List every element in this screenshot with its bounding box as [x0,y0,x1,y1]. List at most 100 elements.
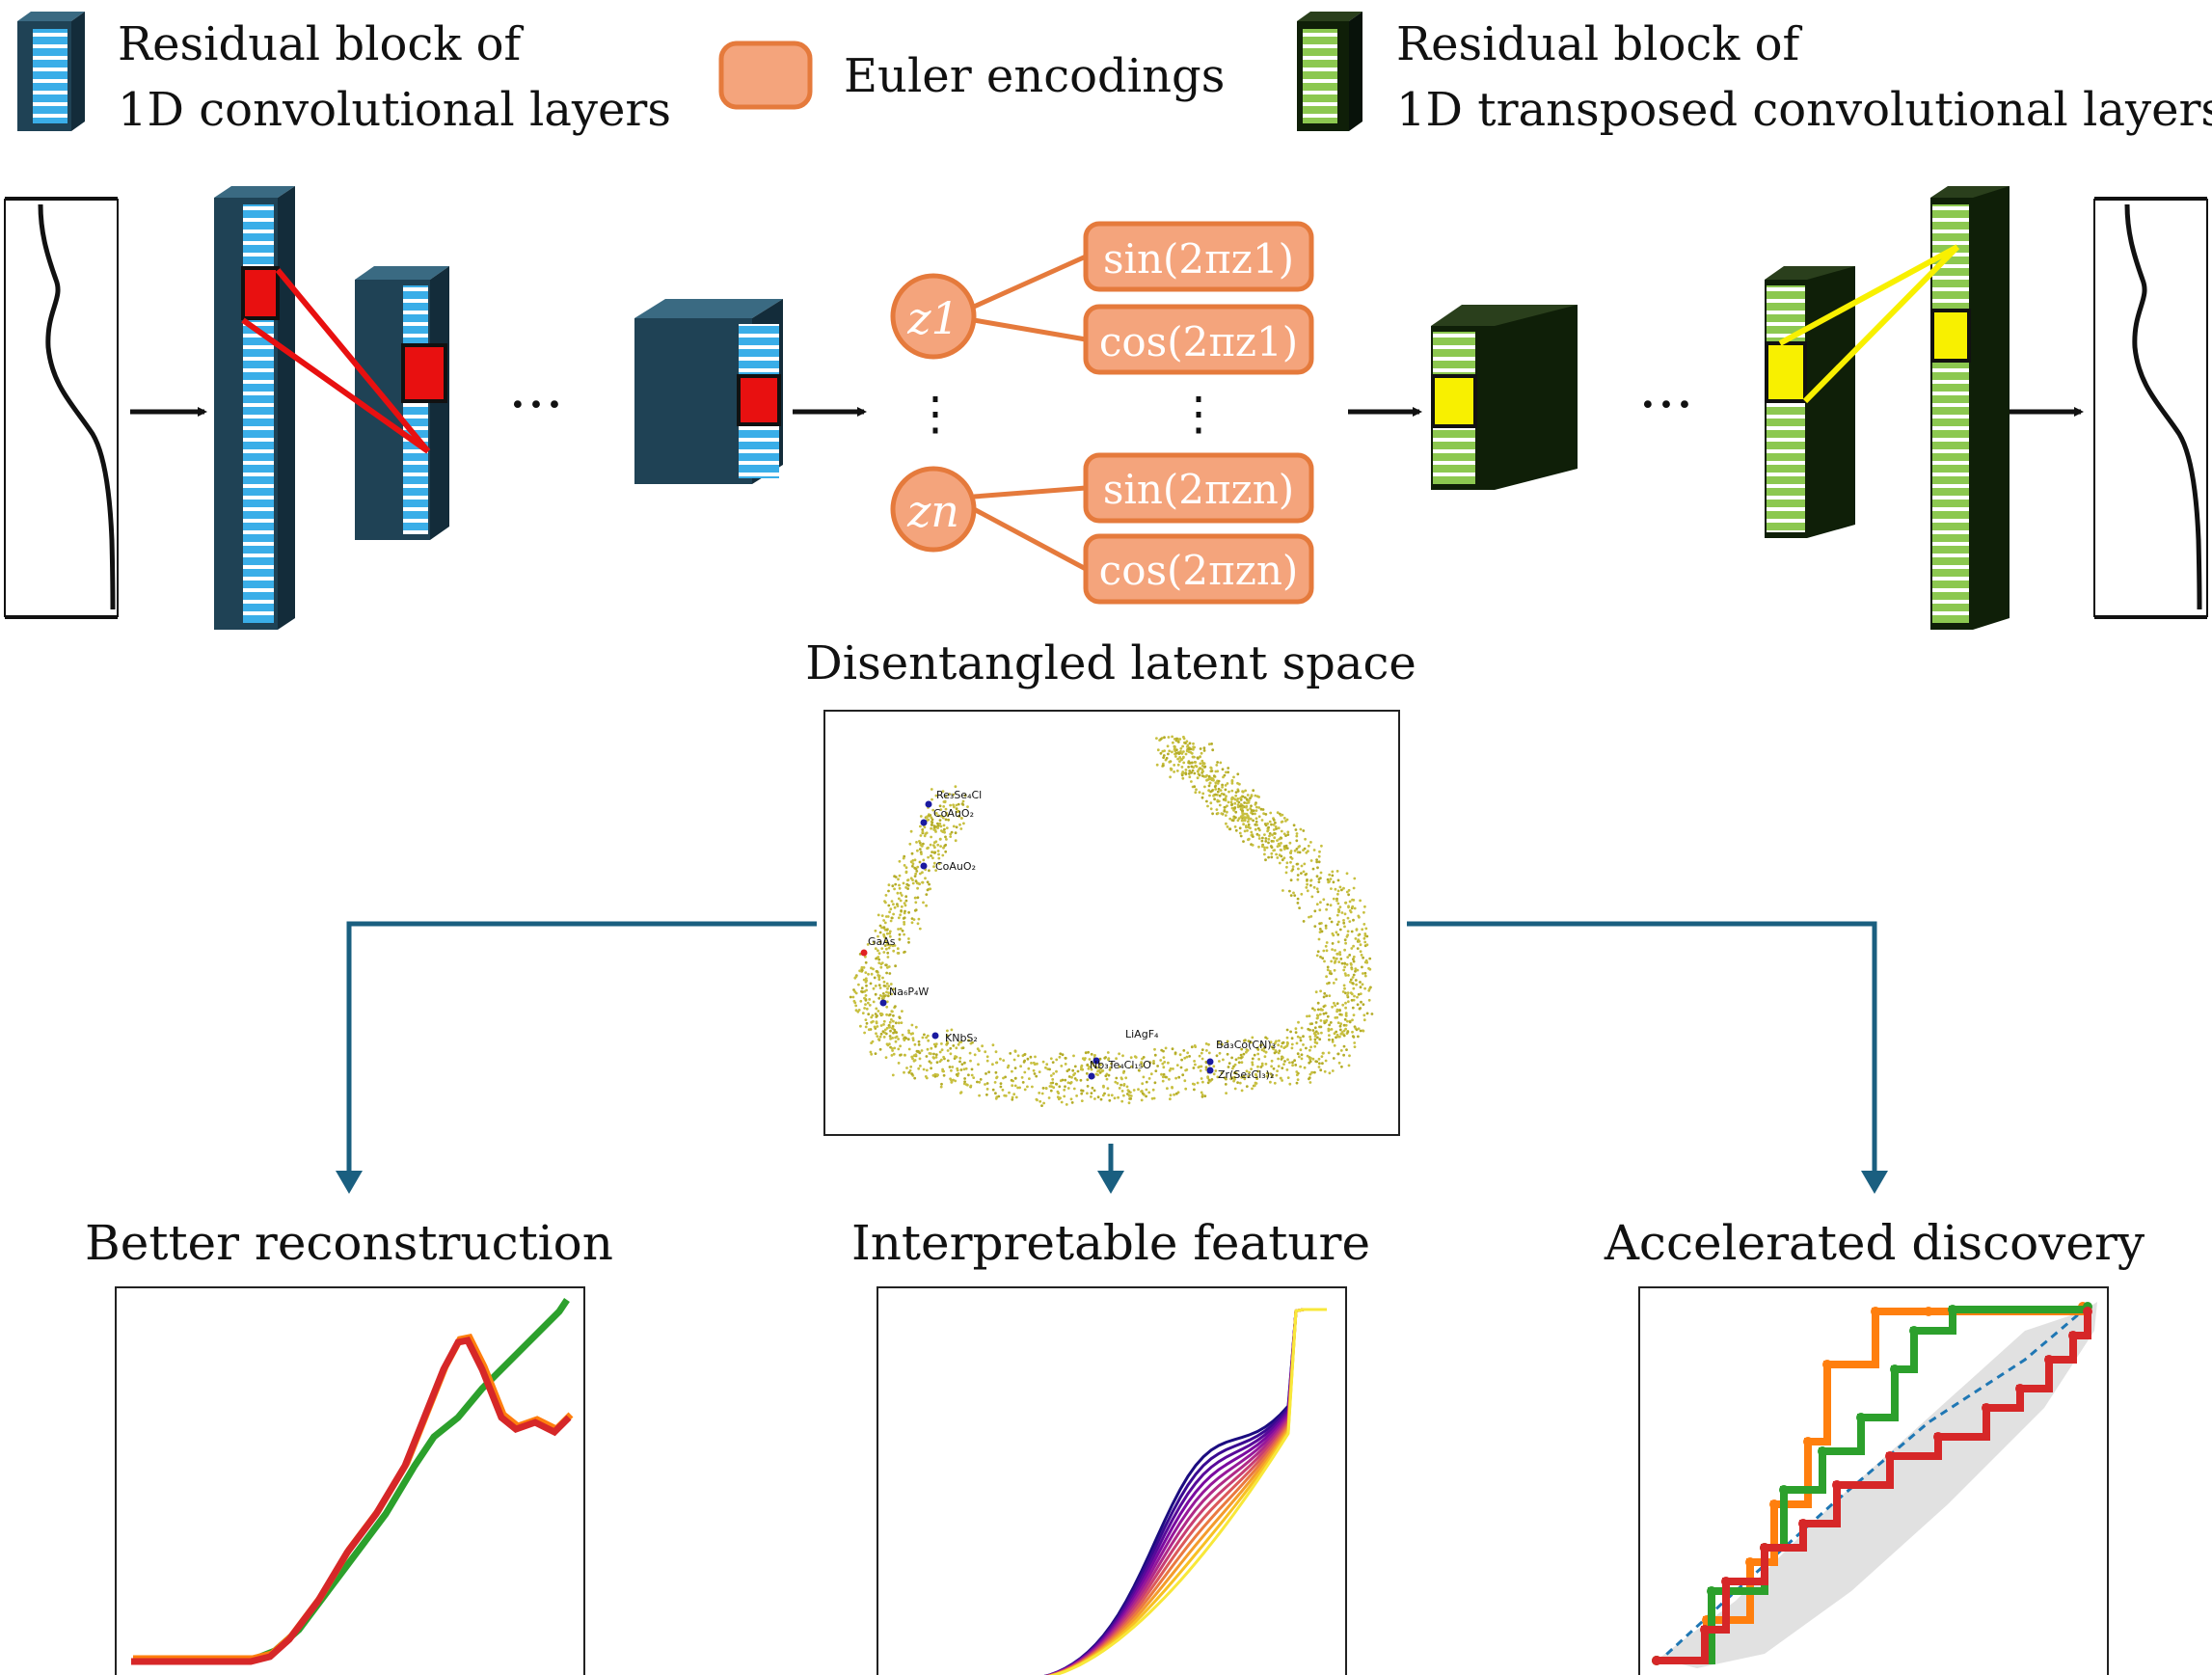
latent-sample-dot [913,875,917,878]
latent-sample-dot [899,927,903,931]
latent-sample-dot [884,915,888,918]
latent-sample-dot [1242,1052,1246,1056]
latent-sample-dot [1343,948,1346,952]
encoding-vdots: ⋮ [1175,387,1222,441]
latent-sample-dot [921,880,925,884]
latent-sample-dot [1250,830,1254,834]
latent-sample-dot [884,901,887,905]
latent-sample-dot [925,1036,928,1040]
latent-sample-dot [916,886,919,890]
legend-tconv-line2: 1D transposed convolutional layers [1396,83,2212,137]
latent-sample-dot [872,986,876,990]
latent-sample-dot [1359,950,1362,954]
encoder-block-3 [634,299,783,484]
latent-sample-dot [1002,1076,1005,1080]
latent-sample-dot [1067,1067,1071,1071]
latent-sample-dot [880,926,883,930]
latent-sample-dot [1264,858,1267,862]
latent-sample-dot [1280,849,1283,851]
latent-sample-dot [1300,1053,1304,1057]
latent-sample-dot [944,807,948,811]
latent-sample-dot [1220,1042,1224,1046]
latent-sample-dot [1276,856,1280,859]
latent-sample-dot [901,929,904,932]
latent-sample-dot [1064,1063,1067,1066]
latent-sample-dot [1273,1051,1277,1055]
latent-sample-dot [1091,1086,1094,1090]
latent-sample-dot [1256,1048,1260,1051]
latent-sample-dot [930,1067,932,1070]
latent-sample-dot [1041,1060,1045,1064]
latent-sample-dot [1174,755,1177,758]
latent-sample-dot [867,1013,871,1016]
latent-sample-dot [865,1021,869,1025]
latent-sample-dot [1220,1071,1224,1075]
latent-sample-dot [1346,991,1350,994]
latent-sample-dot [1132,1089,1136,1092]
latent-sample-dot [1079,1078,1083,1082]
latent-sample-dot [995,1075,999,1079]
latent-sample-dot [942,830,945,833]
latent-sample-dot [1327,1027,1331,1031]
latent-sample-dot [934,1053,938,1057]
discovery-plot [1652,1302,2097,1668]
latent-sample-dot [1040,1104,1043,1107]
latent-sample-dot [1163,736,1166,740]
latent-sample-dot [1194,791,1198,795]
discovery-marker [1982,1403,1991,1413]
latent-sample-dot [1311,1029,1315,1032]
latent-sample-dot [883,921,887,925]
latent-sample-dot [1041,1087,1045,1090]
latent-sample-dot [1342,886,1345,890]
latent-sample-dot [898,937,902,941]
encoding-cos-zn-label: cos(2πzn) [1099,547,1299,594]
latent-sample-dot [1318,1062,1321,1066]
latent-sample-dot [1342,968,1346,972]
latent-sample-dot [1308,1081,1312,1084]
latent-sample-dot [985,1055,989,1059]
latent-sample-dot [1356,1003,1360,1007]
latent-sample-dot [888,1013,892,1016]
latent-sample-dot [1316,1008,1320,1012]
latent-sample-dot [1016,1054,1020,1058]
latent-sample-dot [1268,832,1272,835]
latent-sample-dot [1355,983,1358,986]
latent-sample-dot [896,891,900,895]
latent-sample-dot [891,944,895,948]
latent-sample-dot [873,976,877,980]
latent-sample-dot [1328,879,1331,883]
latent-sample-dot [877,1038,880,1040]
latent-sample-dot [1263,823,1267,825]
latent-sample-dot [1145,1088,1148,1092]
latent-sample-dot [1173,1051,1177,1055]
latent-sample-dot [1330,887,1333,890]
latent-sample-dot [1101,1069,1105,1072]
discovery-marker [1890,1364,1900,1374]
latent-sample-dot [1075,1078,1079,1082]
latent-sample-dot [959,827,963,830]
latent-sample-dot [1107,1058,1110,1062]
latent-sample-dot [904,909,906,913]
latent-sample-dot [864,1025,868,1029]
latent-sample-dot [899,913,902,917]
latent-sample-dot [1350,998,1354,1002]
latent-sample-dot [1058,1055,1062,1059]
latent-sample-dot [1090,1092,1093,1094]
latent-sample-dot [882,1019,886,1023]
latent-sample-dot [1236,1081,1239,1084]
latent-sample-dot [878,1047,882,1051]
latent-sample-dot [1352,973,1356,977]
latent-sample-dot [1156,1065,1159,1067]
latent-sample-dot [864,998,868,1002]
latent-sample-dot [1198,1054,1201,1058]
latent-sample-dot [942,805,946,808]
latent-sample-dot [1168,749,1172,753]
latent-sample-dot [918,840,921,843]
latent-sample-dot [1327,1051,1331,1055]
latent-sample-dot [1314,1021,1318,1024]
latent-sample-dot [1308,1035,1311,1039]
latent-sample-dot [1352,1013,1356,1016]
latent-sample-dot [889,907,893,911]
latent-sample-dot [1188,775,1192,779]
latent-sample-dot [1347,1064,1351,1067]
